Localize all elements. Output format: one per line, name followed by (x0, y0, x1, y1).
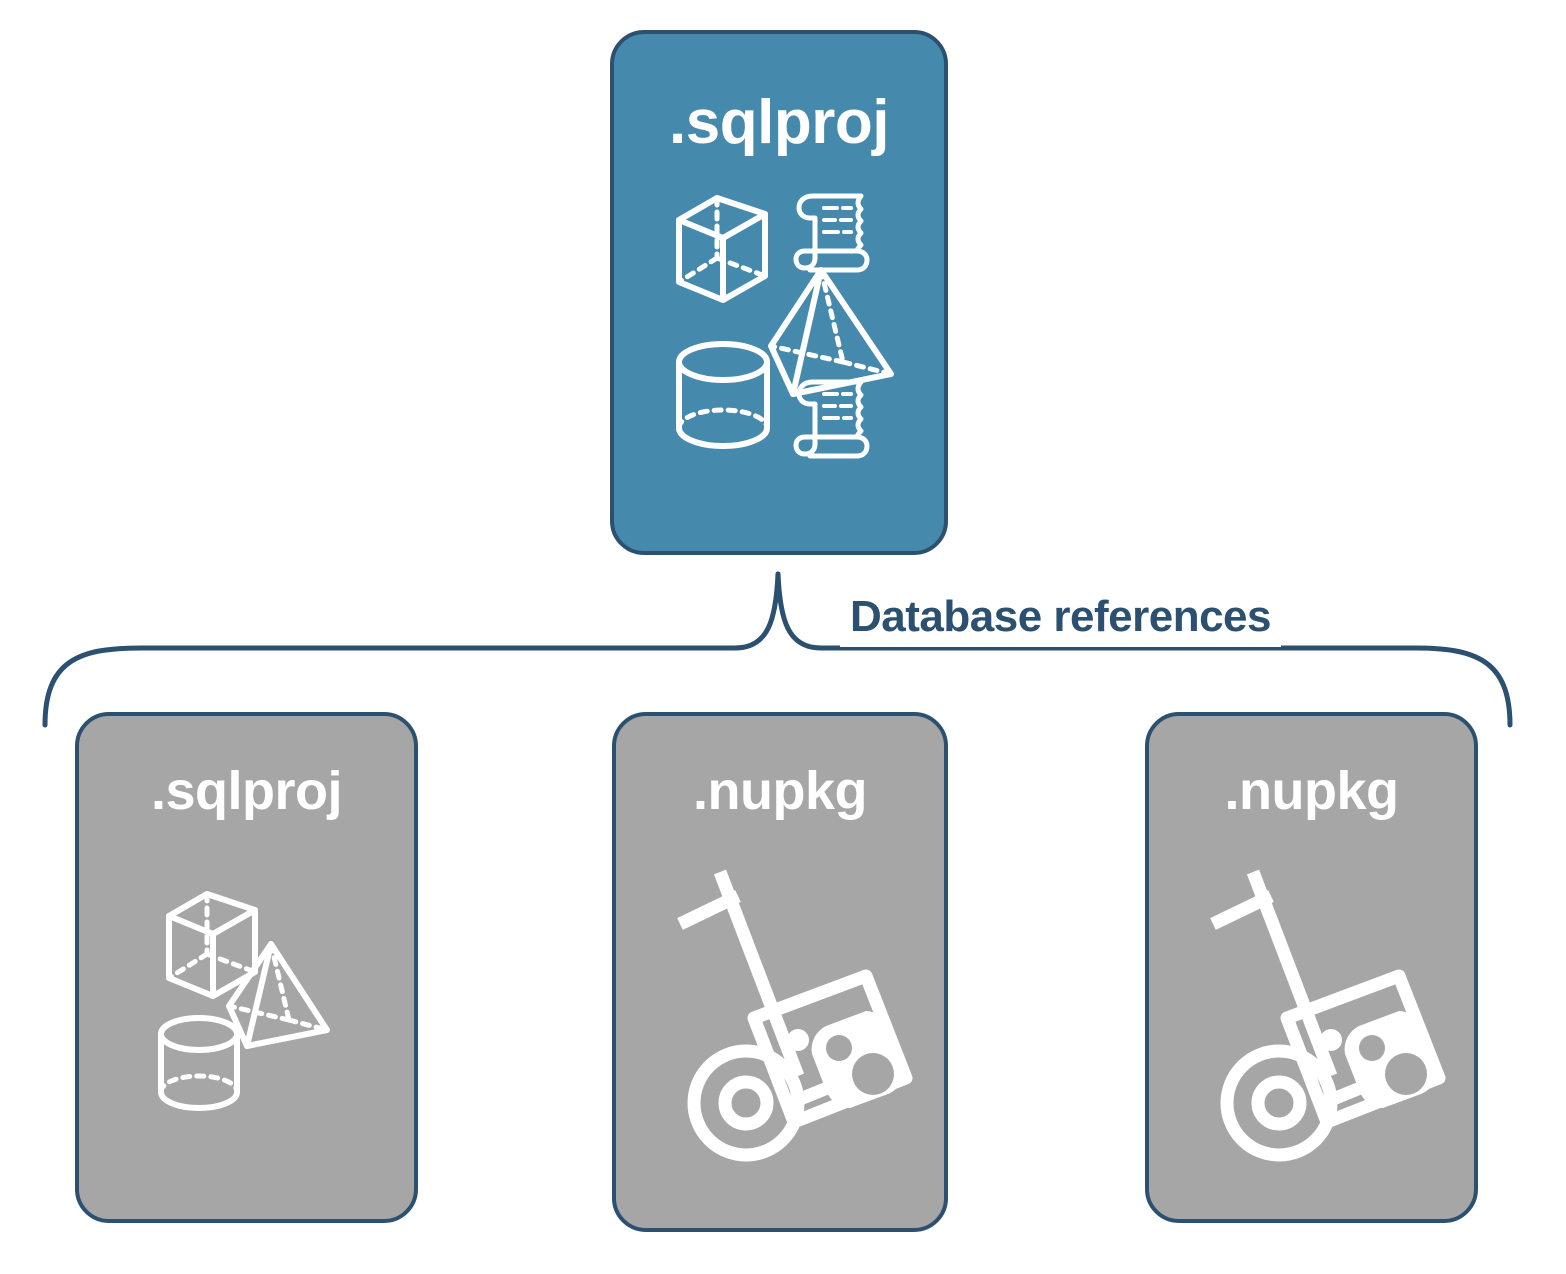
node-root-icon-group (669, 182, 899, 462)
node-reference-icon-group (616, 866, 944, 1166)
node-reference-label: .nupkg (693, 761, 867, 821)
cube-icon (166, 891, 258, 999)
node-reference-label: .sqlproj (150, 761, 343, 821)
node-reference-nupkg[interactable]: .nupkg (612, 712, 948, 1232)
nuget-logo-holes (1359, 1035, 1427, 1095)
cylinder-icon (676, 341, 770, 449)
nuget-logo-holes (826, 1035, 894, 1095)
node-root-sqlproj[interactable]: .sqlproj (610, 30, 948, 555)
node-reference-icon-group (1149, 866, 1474, 1166)
node-reference-label: .nupkg (1224, 761, 1399, 821)
cylinder-icon (158, 1015, 240, 1111)
scroll-icon (793, 379, 870, 459)
hand-truck-package-icon (1210, 869, 1446, 1162)
wheel (687, 1044, 805, 1162)
node-reference-icon-group (79, 866, 414, 1166)
pyramid-icon (768, 267, 894, 397)
scroll-icon (793, 193, 870, 273)
pyramid-icon (226, 941, 330, 1049)
cube-icon (676, 195, 768, 303)
node-reference-nupkg[interactable]: .nupkg (1145, 712, 1478, 1223)
brace-label: Database references (840, 588, 1281, 647)
node-reference-sqlproj[interactable]: .sqlproj (75, 712, 418, 1223)
hand-truck-package-icon (677, 869, 913, 1162)
wheel (1220, 1044, 1338, 1162)
node-root-label: .sqlproj (669, 88, 889, 157)
